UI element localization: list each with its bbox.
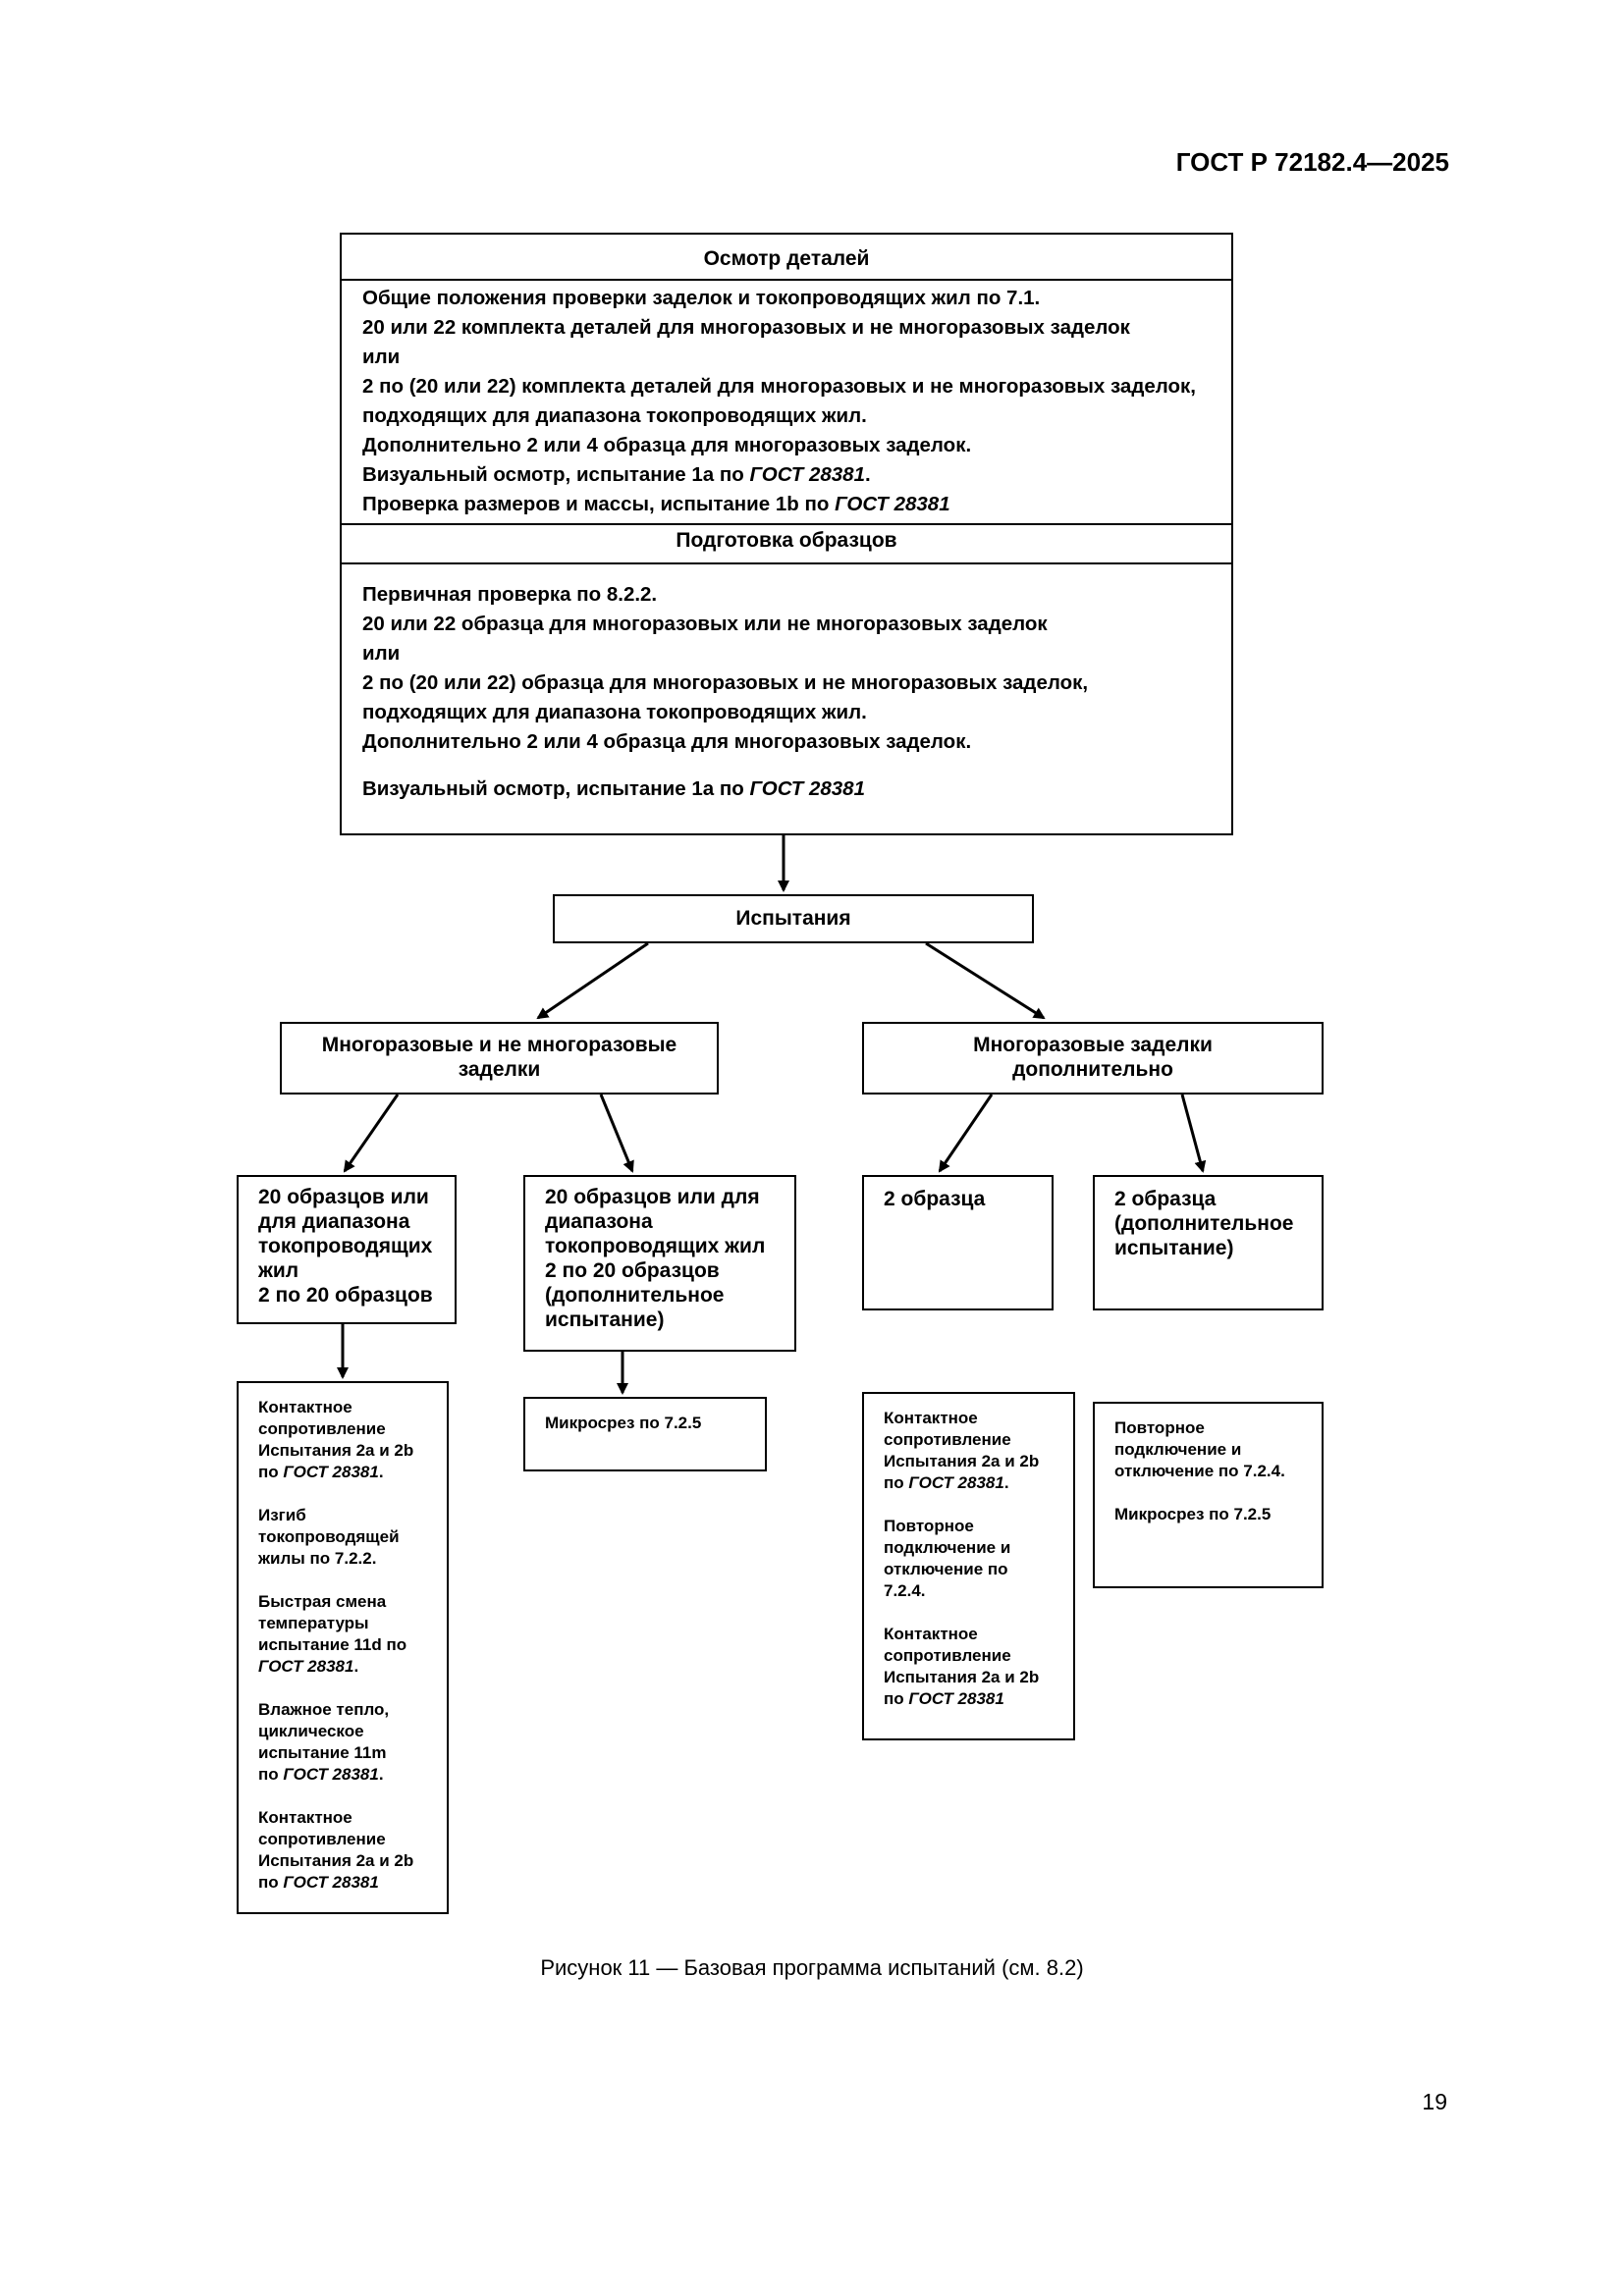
- samples-c-text: 2 образца: [884, 1188, 986, 1210]
- inspection-visual-line: Визуальный осмотр, испытание 1a по ГОСТ …: [362, 463, 871, 486]
- branch-left-title: Многоразовые и не многоразовые заделки: [321, 1034, 677, 1081]
- detail-a-contact-resistance-final: Контактное сопротивление Испытания 2a и …: [258, 1808, 414, 1892]
- detail-c-body: Контактное сопротивление Испытания 2a и …: [884, 1408, 1039, 1710]
- preparation-line: Первичная проверка по 8.2.2.: [362, 583, 658, 606]
- preparation-visual-line: Визуальный осмотр, испытание 1a по ГОСТ …: [362, 777, 865, 800]
- preparation-title: Подготовка образцов: [676, 529, 897, 552]
- detail-b-text: Микросрез по 7.2.5: [545, 1414, 702, 1432]
- detail-c-reconnection: Повторное подключение и отключение по 7.…: [884, 1517, 1011, 1600]
- preparation-line: подходящих для диапазона токопроводящих …: [362, 701, 867, 723]
- detail-d-body: Повторное подключение и отключение по 7.…: [1114, 1417, 1285, 1525]
- inspection-line: подходящих для диапазона токопроводящих …: [362, 404, 867, 427]
- samples-b-text: 20 образцов или для диапазона токопровод…: [545, 1186, 766, 1331]
- tests-title: Испытания: [735, 907, 851, 930]
- branch-right-title: Многоразовые заделки дополнительно: [973, 1034, 1213, 1081]
- branch-right-box: Многоразовые заделки дополнительно: [862, 1022, 1324, 1095]
- tests-box: Испытания: [553, 894, 1034, 943]
- preparation-line: или: [362, 642, 401, 665]
- detail-d-reconnection: Повторное подключение и отключение по 7.…: [1114, 1418, 1285, 1480]
- document-code: ГОСТ Р 72182.4—2025: [1175, 147, 1449, 177]
- detail-c-contact-resistance: Контактное сопротивление Испытания 2a и …: [884, 1409, 1040, 1492]
- inspection-body: Общие положения проверки заделок и токоп…: [362, 284, 1221, 519]
- detail-a-contact-resistance: Контактное сопротивление Испытания 2a и …: [258, 1398, 414, 1481]
- detail-b-box: Микросрез по 7.2.5: [523, 1397, 767, 1471]
- inspection-line: или: [362, 346, 401, 368]
- detail-d-box: Повторное подключение и отключение по 7.…: [1093, 1402, 1324, 1588]
- detail-d-microsection: Микросрез по 7.2.5: [1114, 1505, 1272, 1523]
- samples-c-box: 2 образца: [862, 1175, 1054, 1310]
- preparation-line: Дополнительно 2 или 4 образца для многор…: [362, 730, 972, 753]
- detail-a-box: Контактное сопротивление Испытания 2a и …: [237, 1381, 449, 1914]
- arrow-tests-to-right: [925, 941, 1046, 1020]
- page-number: 19: [1422, 2089, 1447, 2114]
- inspection-dimensions-line: Проверка размеров и массы, испытание 1b …: [362, 493, 950, 515]
- preparation-line: 20 или 22 образца для многоразовых или н…: [362, 613, 1048, 635]
- inspection-line: Общие положения проверки заделок и токоп…: [362, 287, 1041, 309]
- detail-c-contact-resistance-final: Контактное сопротивление Испытания 2a и …: [884, 1625, 1040, 1708]
- arrow-left-to-b: [599, 1094, 634, 1173]
- arrow-right-to-d: [1180, 1094, 1207, 1173]
- preparation-line: 2 по (20 или 22) образца для многоразовы…: [362, 671, 1089, 694]
- samples-d-text: 2 образца (дополнительное испытание): [1114, 1188, 1294, 1259]
- detail-a-damp-heat: Влажное тепло, циклическое испытание 11m…: [258, 1700, 390, 1784]
- inspection-preparation-box: Осмотр деталей Общие положения проверки …: [340, 233, 1233, 835]
- arrow-right-to-c: [938, 1094, 994, 1173]
- detail-a-body: Контактное сопротивление Испытания 2a и …: [258, 1397, 413, 1894]
- samples-b-box: 20 образцов или для диапазона токопровод…: [523, 1175, 796, 1352]
- samples-a-box: 20 образцов или для диапазона токопровод…: [237, 1175, 457, 1324]
- inspection-title: Осмотр деталей: [703, 247, 870, 270]
- detail-c-box: Контактное сопротивление Испытания 2a и …: [862, 1392, 1075, 1740]
- detail-a-bending: Изгиб токопроводящей жилы по 7.2.2.: [258, 1506, 400, 1568]
- inspection-line: 2 по (20 или 22) комплекта деталей для м…: [362, 375, 1196, 398]
- arrow-tests-to-left: [536, 941, 649, 1020]
- figure-caption: Рисунок 11 — Базовая программа испытаний…: [540, 1955, 1084, 1980]
- preparation-body: Первичная проверка по 8.2.2. 20 или 22 о…: [362, 580, 1221, 804]
- samples-a-text: 20 образцов или для диапазона токопровод…: [258, 1186, 433, 1307]
- arrow-left-to-a: [343, 1094, 400, 1173]
- inspection-line: 20 или 22 комплекта деталей для многораз…: [362, 316, 1130, 339]
- inspection-line: Дополнительно 2 или 4 образца для многор…: [362, 434, 972, 456]
- detail-a-temperature: Быстрая смена температуры испытание 11d …: [258, 1592, 407, 1676]
- samples-d-box: 2 образца (дополнительное испытание): [1093, 1175, 1324, 1310]
- branch-left-box: Многоразовые и не многоразовые заделки: [280, 1022, 719, 1095]
